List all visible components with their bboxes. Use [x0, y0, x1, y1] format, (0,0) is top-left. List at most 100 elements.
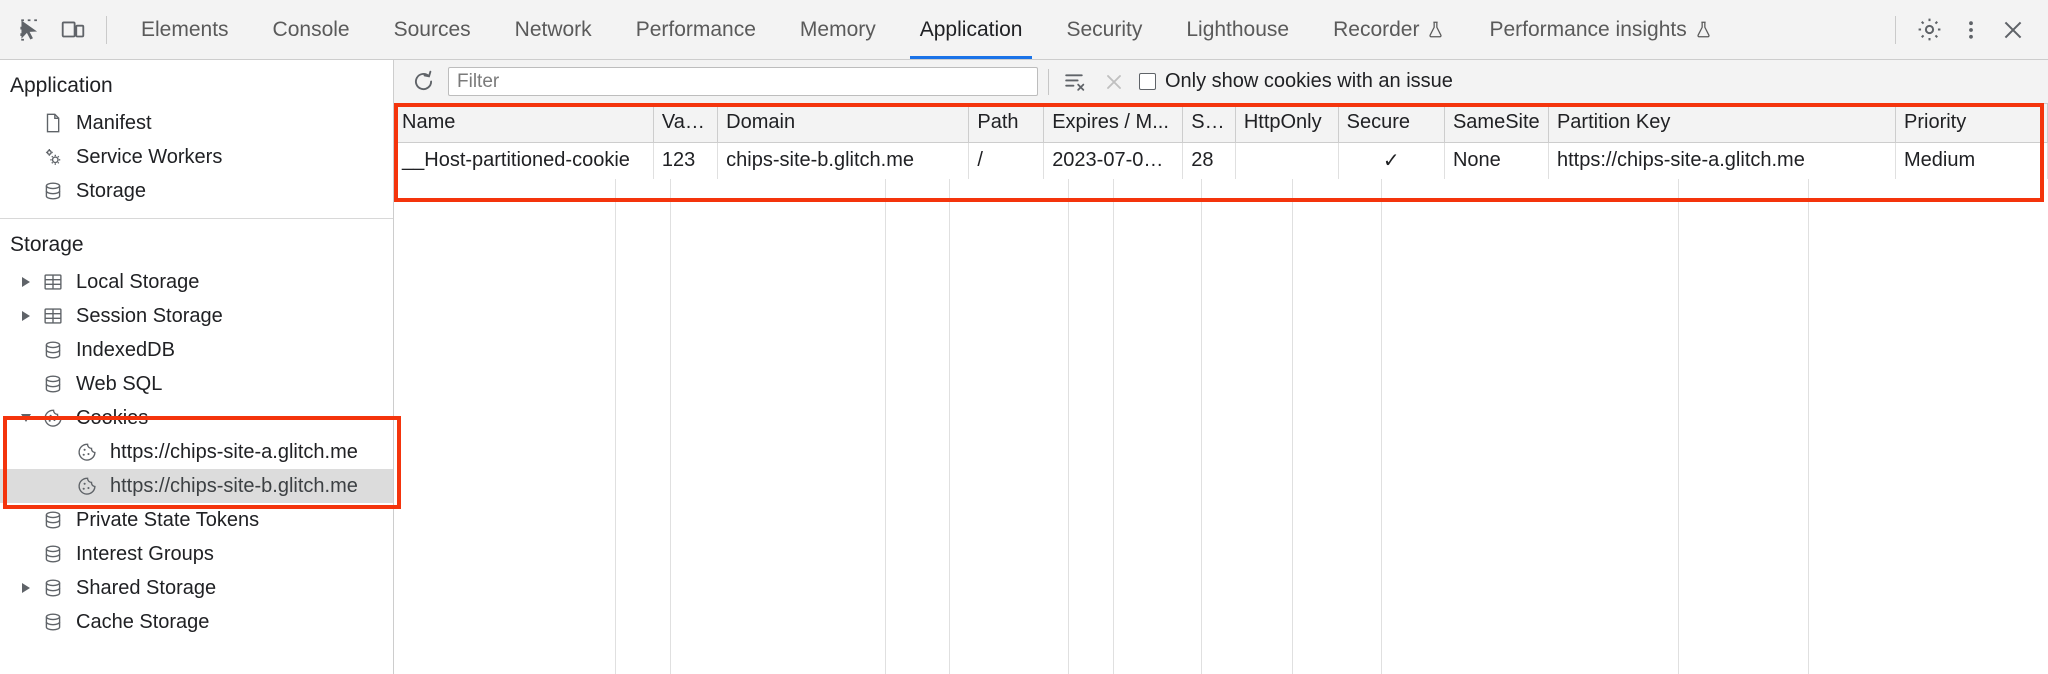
- sidebar-item-service-workers[interactable]: Service Workers: [0, 140, 393, 174]
- tab-label: Elements: [141, 17, 229, 41]
- cell-same-site: None: [1444, 142, 1549, 179]
- toolbar-divider: [106, 15, 107, 44]
- cell-http-only: [1235, 142, 1339, 179]
- grid-column-line: [1679, 179, 1809, 674]
- grid-column-line: [671, 179, 886, 674]
- expand-triangle-icon[interactable]: [14, 414, 38, 422]
- column-header-size[interactable]: Size: [1182, 104, 1236, 143]
- clear-filtered-cookies-icon[interactable]: [1099, 67, 1129, 97]
- cell-domain: chips-site-b.glitch.me: [717, 142, 970, 179]
- cell-priority: Medium: [1895, 142, 2048, 179]
- tab-application[interactable]: Application: [898, 0, 1045, 59]
- tab-elements[interactable]: Elements: [119, 0, 251, 59]
- inspect-element-icon[interactable]: [10, 9, 52, 51]
- grid-column-line: [616, 179, 671, 674]
- sidebar-divider: [0, 218, 393, 219]
- database-icon: [38, 339, 68, 361]
- column-header-samesite[interactable]: SameSite: [1444, 104, 1549, 143]
- column-header-value[interactable]: Value: [653, 104, 719, 143]
- cell-secure: ✓: [1338, 142, 1445, 179]
- cookie-icon: [72, 475, 102, 497]
- sidebar-item-session-storage[interactable]: Session Storage: [0, 299, 393, 333]
- only-show-issues-toggle[interactable]: Only show cookies with an issue: [1139, 70, 1453, 93]
- clear-all-cookies-icon[interactable]: [1059, 67, 1089, 97]
- grid-column-line: [1382, 179, 1679, 674]
- sidebar-item-label: Service Workers: [76, 145, 223, 168]
- sidebar-item-local-storage[interactable]: Local Storage: [0, 265, 393, 299]
- tab-label: Network: [514, 17, 592, 41]
- tab-sources[interactable]: Sources: [372, 0, 493, 59]
- tab-security[interactable]: Security: [1044, 0, 1164, 59]
- cell-value: 123: [653, 142, 719, 179]
- grid-column-line: [1202, 179, 1293, 674]
- gear-icon[interactable]: [1908, 9, 1950, 51]
- sidebar-item-cache-storage[interactable]: Cache Storage: [0, 605, 393, 639]
- device-toolbar-icon[interactable]: [52, 9, 94, 51]
- database-icon: [38, 373, 68, 395]
- sidebar-item-label: Local Storage: [76, 270, 200, 293]
- expand-triangle-icon[interactable]: [14, 311, 38, 321]
- cookies-panel: Only show cookies with an issue NameValu…: [394, 60, 2048, 674]
- column-header-path[interactable]: Path: [968, 104, 1045, 143]
- tab-recorder[interactable]: Recorder: [1311, 0, 1467, 59]
- tab-lighthouse[interactable]: Lighthouse: [1164, 0, 1311, 59]
- table-icon: [38, 271, 68, 293]
- kebab-menu-icon[interactable]: [1950, 9, 1992, 51]
- sidebar-item-label: Interest Groups: [76, 542, 214, 565]
- tab-console[interactable]: Console: [251, 0, 372, 59]
- cell-path: /: [968, 142, 1045, 179]
- tab-performance-insights[interactable]: Performance insights: [1467, 0, 1734, 59]
- sidebar-item-cookies[interactable]: Cookies: [0, 401, 393, 435]
- sidebar-item-storage[interactable]: Storage: [0, 174, 393, 208]
- sidebar-item-https-chips-site-b-glitch-me[interactable]: https://chips-site-b.glitch.me: [0, 469, 393, 503]
- gears-icon: [38, 146, 68, 168]
- only-show-issues-checkbox[interactable]: [1139, 73, 1156, 90]
- tab-performance[interactable]: Performance: [614, 0, 778, 59]
- tab-label: Performance: [635, 17, 756, 41]
- column-header-partition-key[interactable]: Partition Key: [1548, 104, 1897, 143]
- sidebar-item-label: Session Storage: [76, 304, 223, 327]
- sidebar-item-label: Cache Storage: [76, 610, 210, 633]
- database-icon: [38, 611, 68, 633]
- devtools-toolbar: Elements Console Sources Network Performance…: [0, 0, 2048, 60]
- refresh-icon[interactable]: [408, 67, 438, 97]
- tab-network[interactable]: Network: [493, 0, 614, 59]
- cookie-icon: [38, 407, 68, 429]
- column-header-httponly[interactable]: HttpOnly: [1235, 104, 1339, 143]
- sidebar-item-indexeddb[interactable]: IndexedDB: [0, 333, 393, 367]
- sidebar-item-manifest[interactable]: Manifest: [0, 106, 393, 140]
- close-icon[interactable]: [1992, 9, 2034, 51]
- sidebar-item-shared-storage[interactable]: Shared Storage: [0, 571, 393, 605]
- sidebar-item-label: Private State Tokens: [76, 508, 260, 531]
- sidebar-item-https-chips-site-a-glitch-me[interactable]: https://chips-site-a.glitch.me: [0, 435, 393, 469]
- column-header-expires-m[interactable]: Expires / M...: [1043, 104, 1184, 143]
- tab-label: Sources: [393, 17, 471, 41]
- grid-column-line: [394, 179, 616, 674]
- expand-triangle-icon[interactable]: [14, 277, 38, 287]
- grid-column-line: [1293, 179, 1382, 674]
- grid-column-line: [1069, 179, 1114, 674]
- database-icon: [38, 180, 68, 202]
- tab-label: Security: [1066, 17, 1143, 41]
- column-header-domain[interactable]: Domain: [717, 104, 970, 143]
- column-header-name[interactable]: Name: [394, 104, 654, 143]
- expand-triangle-icon[interactable]: [14, 583, 38, 593]
- storage-section-title: Storage: [10, 233, 84, 256]
- sidebar-item-web-sql[interactable]: Web SQL: [0, 367, 393, 401]
- column-header-priority[interactable]: Priority: [1895, 104, 2048, 143]
- only-show-issues-label: Only show cookies with an issue: [1165, 70, 1453, 92]
- sidebar-item-interest-groups[interactable]: Interest Groups: [0, 537, 393, 571]
- tab-memory[interactable]: Memory: [778, 0, 898, 59]
- filter-input[interactable]: [448, 67, 1038, 96]
- column-header-secure[interactable]: Secure: [1338, 104, 1445, 143]
- sidebar-item-private-state-tokens[interactable]: Private State Tokens: [0, 503, 393, 537]
- panel-tab-strip: Elements Console Sources Network Performance…: [119, 0, 1883, 59]
- empty-grid-lines: [394, 179, 2048, 674]
